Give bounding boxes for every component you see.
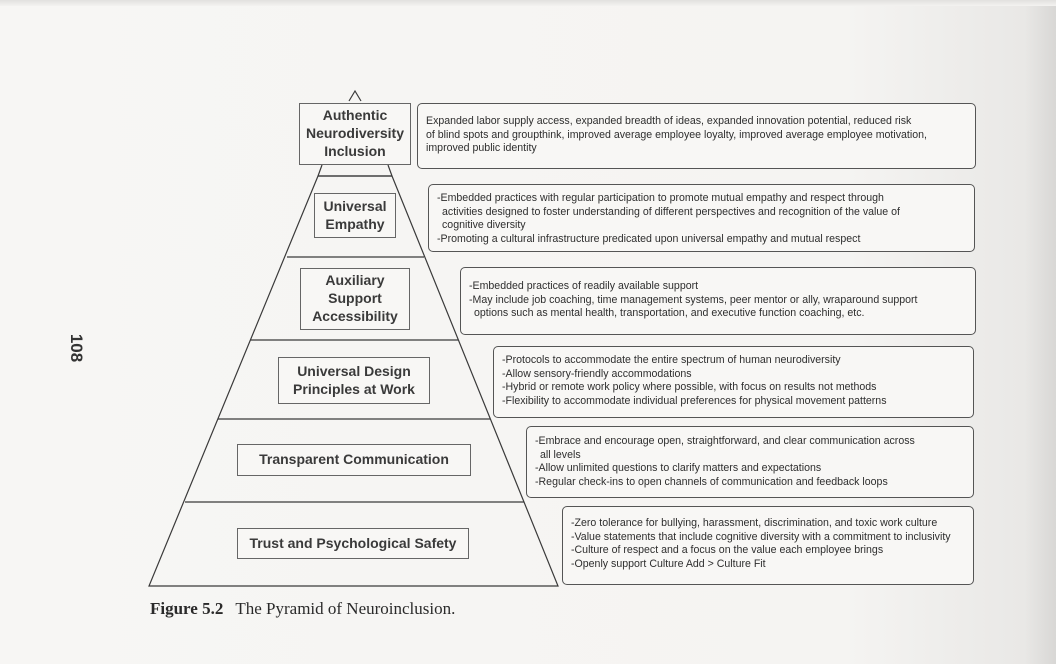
description-line: options such as mental health, transport… xyxy=(474,307,865,320)
level-label-universal-design: Universal Design Principles at Work xyxy=(278,357,430,404)
description-line: all levels xyxy=(540,448,581,461)
description-line: -May include job coaching, time manageme… xyxy=(469,293,918,306)
description-line: -Protocols to accommodate the entire spe… xyxy=(502,354,841,366)
level-description-trust-safety: -Zero tolerance for bullying, harassment… xyxy=(562,506,974,585)
level-label-authentic-inclusion: Authentic Neurodiversity Inclusion xyxy=(299,103,411,165)
level-description-auxiliary-support: -Embedded practices of readily available… xyxy=(460,267,976,335)
description-line: cognitive diversity xyxy=(442,219,526,232)
description-line: -Allow sensory-friendly accommodations xyxy=(502,367,692,380)
page-number: 108 xyxy=(67,333,87,363)
level-description-transparent-communication: -Embrace and encourage open, straightfor… xyxy=(526,426,974,498)
pyramid-apex-connector-left xyxy=(317,164,323,177)
level-label-universal-empathy: Universal Empathy xyxy=(314,193,396,238)
description-line: -Hybrid or remote work policy where poss… xyxy=(502,381,877,394)
description-line: -Regular check-ins to open channels of c… xyxy=(535,475,888,488)
description-line: -Embedded practices with regular partici… xyxy=(437,192,884,204)
level-label-trust-safety: Trust and Psychological Safety xyxy=(237,528,469,559)
description-line: -Openly support Culture Add > Culture Fi… xyxy=(571,557,766,570)
description-line: -Embedded practices of readily available… xyxy=(469,280,699,292)
level-description-universal-empathy: -Embedded practices with regular partici… xyxy=(428,184,975,252)
description-line: Expanded labor supply access, expanded b… xyxy=(426,115,912,127)
description-line: improved public identity xyxy=(426,142,537,155)
description-line: -Promoting a cultural infrastructure pre… xyxy=(437,232,861,245)
figure-title: The Pyramid of Neuroinclusion. xyxy=(235,599,456,618)
level-label-transparent-communication: Transparent Communication xyxy=(237,444,471,476)
description-line: -Value statements that include cognitive… xyxy=(571,530,951,543)
description-line: activities designed to foster understand… xyxy=(442,205,900,218)
description-line: -Zero tolerance for bullying, harassment… xyxy=(571,517,938,529)
description-line: -Allow unlimited questions to clarify ma… xyxy=(535,462,822,475)
pyramid-apex-mark xyxy=(348,89,362,102)
pyramid-apex-connector-right xyxy=(387,164,393,177)
figure-caption: Figure 5.2 The Pyramid of Neuroinclusion. xyxy=(150,599,455,619)
description-line: -Flexibility to accommodate individual p… xyxy=(502,394,887,407)
description-line: -Culture of respect and a focus on the v… xyxy=(571,544,884,557)
figure-label: Figure 5.2 xyxy=(150,599,224,618)
level-label-auxiliary-support: Auxiliary Support Accessibility xyxy=(300,268,410,330)
description-line: -Embrace and encourage open, straightfor… xyxy=(535,435,915,447)
description-line: of blind spots and groupthink, improved … xyxy=(426,128,927,141)
level-description-authentic-inclusion: Expanded labor supply access, expanded b… xyxy=(417,103,976,169)
level-description-universal-design: -Protocols to accommodate the entire spe… xyxy=(493,346,974,418)
page-top-edge xyxy=(0,0,1056,6)
